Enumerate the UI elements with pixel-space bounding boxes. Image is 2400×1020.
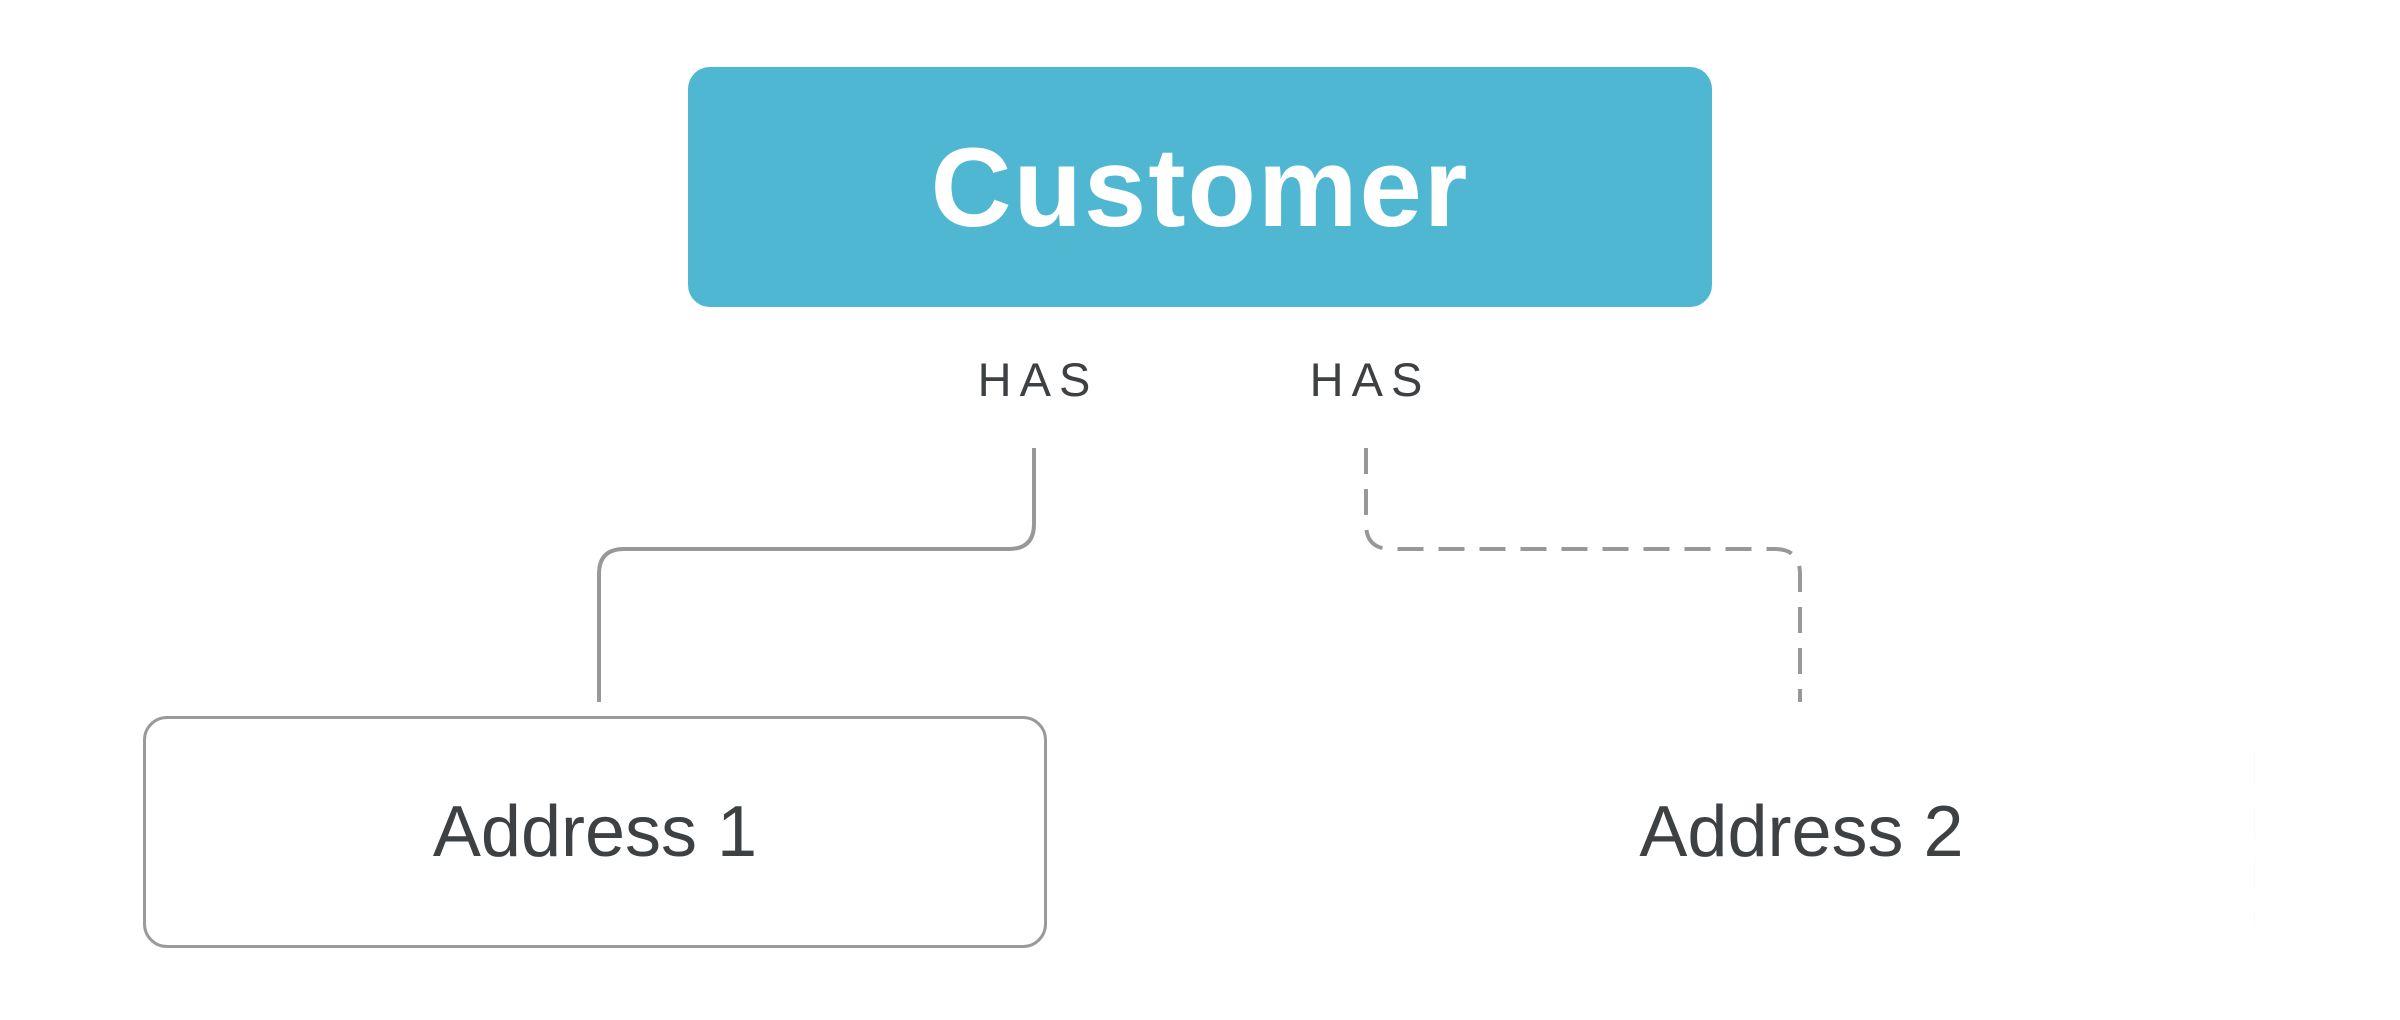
address2-entity-label: Address 2 (1639, 792, 1964, 872)
address2-entity: Address 2 (1349, 716, 2254, 948)
address1-entity-label: Address 1 (432, 792, 758, 872)
customer-entity: Customer (688, 67, 1712, 307)
relationship-label-has-right: HAS (1309, 353, 1431, 406)
connector-customer-address1 (597, 448, 1036, 702)
relationship-label-has-left: HAS (977, 353, 1099, 406)
connector-customer-address2 (1364, 448, 1802, 702)
address1-entity: Address 1 (143, 716, 1047, 948)
customer-entity-label: Customer (930, 124, 1470, 250)
